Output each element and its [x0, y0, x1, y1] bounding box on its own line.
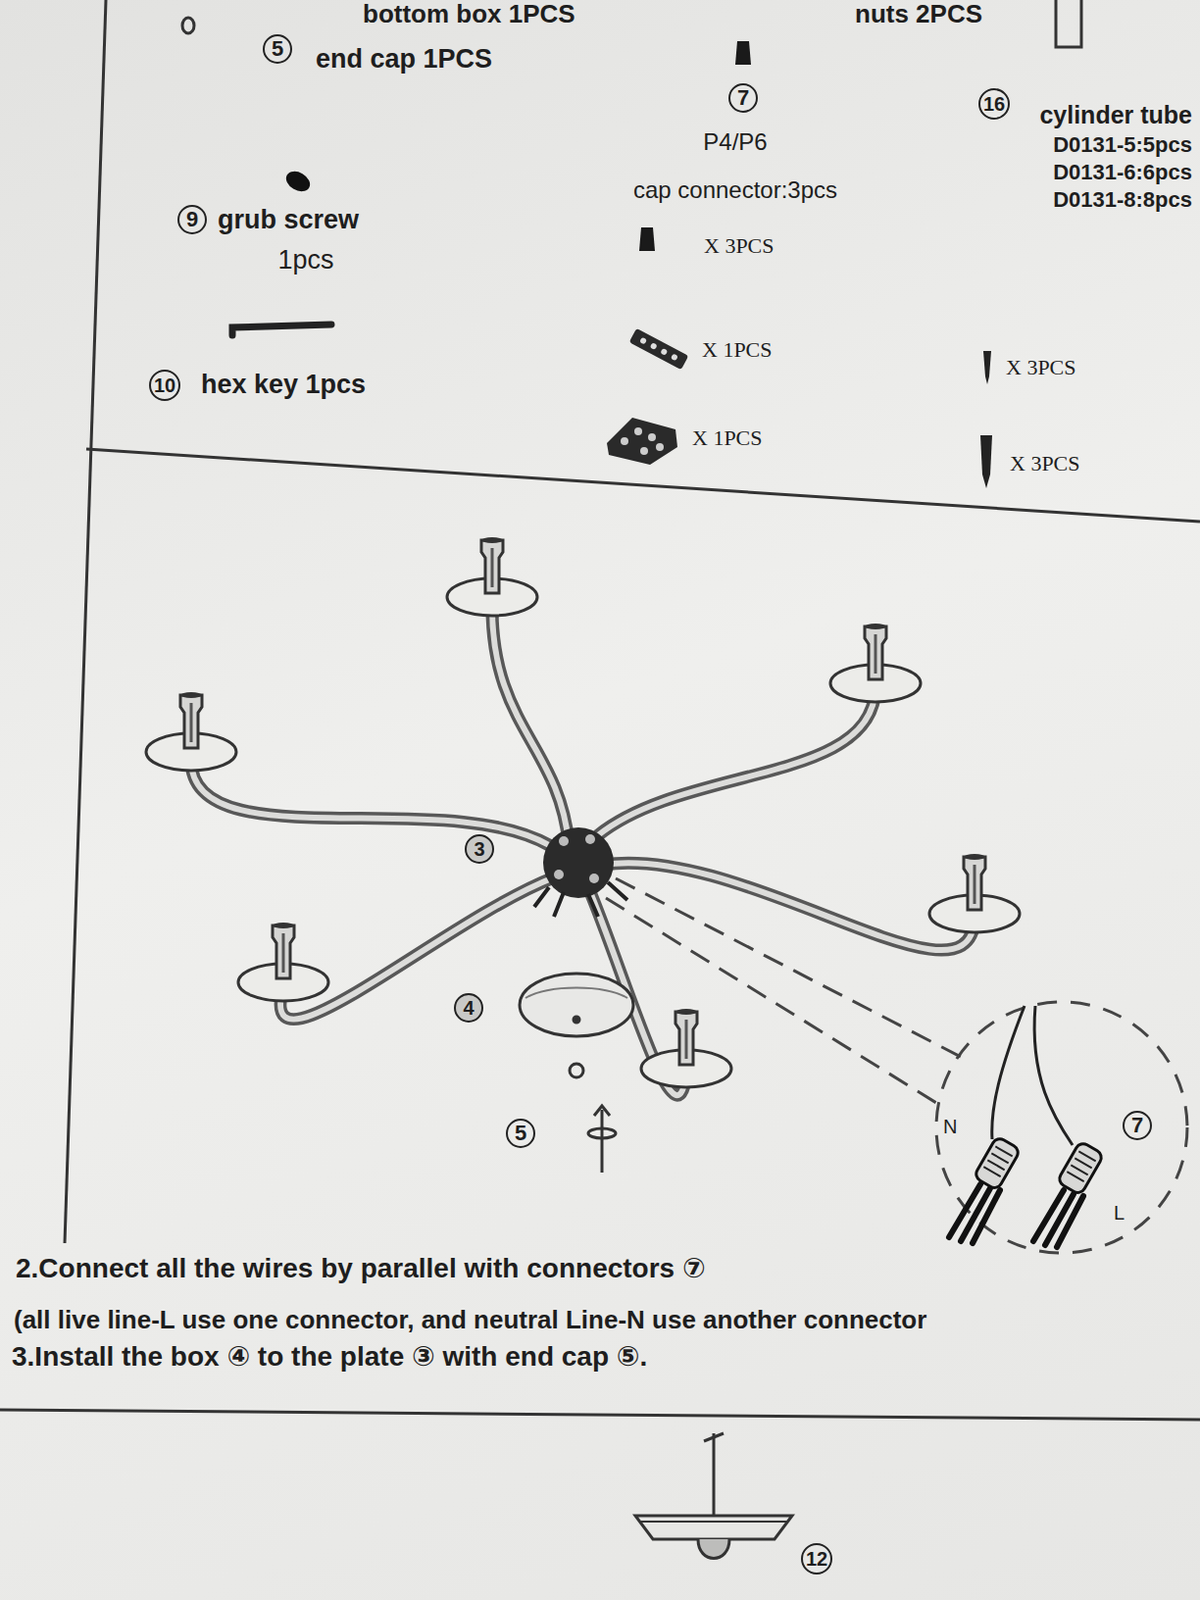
- callout-number: 7: [1122, 1110, 1152, 1141]
- part-label: cap connector:3pcs: [633, 176, 838, 204]
- part-label: D0131-6:6pcs: [1052, 159, 1193, 185]
- end-cap: [588, 1105, 616, 1173]
- callout-number: 5: [505, 1118, 536, 1149]
- part-label: D0131-8:8pcs: [1052, 187, 1193, 212]
- quantity-label: X 3PCS: [1009, 450, 1081, 476]
- quantity-label: 1pcs: [277, 245, 334, 276]
- divider-line: [0, 1409, 1200, 1420]
- inset-leader: [605, 878, 1188, 1253]
- ring-part: [569, 1063, 584, 1078]
- ceiling-canopy: [635, 1433, 793, 1559]
- terminal-strip-icon: [629, 328, 689, 370]
- connector-icon: [735, 41, 751, 65]
- instruction-text: 2.Connect all the wires by parallel with…: [15, 1252, 706, 1285]
- part-label: bottom box 1PCS: [362, 0, 576, 30]
- grub-screw-icon: [282, 167, 314, 197]
- terminal-block-icon: [606, 417, 678, 465]
- instruction-text: (all live line-L use one connector, and …: [13, 1305, 927, 1336]
- candle-socket: [146, 537, 1020, 1088]
- wire-label: N: [943, 1115, 957, 1139]
- hex-key-icon: [232, 324, 332, 336]
- callout-number: 3: [464, 834, 495, 864]
- quantity-label: X 1PCS: [701, 337, 773, 362]
- screw-icon: [983, 350, 992, 385]
- callout-number: 10: [149, 369, 181, 401]
- wire-label: L: [1113, 1201, 1125, 1225]
- quantity-label: X 3PCS: [703, 233, 775, 258]
- frame-line: [64, 0, 106, 1244]
- callout-number: 4: [453, 993, 484, 1023]
- part-label: cylinder tube: [1039, 100, 1193, 130]
- part-label: grub screw: [217, 204, 359, 236]
- tube-icon: [1055, 0, 1082, 48]
- part-label: nuts 2PCS: [854, 0, 983, 30]
- quantity-label: X 3PCS: [1005, 354, 1077, 380]
- part-label: hex key 1pcs: [200, 369, 366, 400]
- part-label: end cap 1PCS: [315, 44, 493, 75]
- part-icon: [182, 17, 195, 34]
- quantity-label: X 1PCS: [692, 425, 763, 450]
- part-label: D0131-5:5pcs: [1052, 132, 1193, 157]
- callout-number: 7: [728, 83, 758, 113]
- callout-number: 12: [800, 1543, 833, 1575]
- cap-connector-icon: [639, 227, 655, 251]
- callout-number: 5: [262, 34, 293, 64]
- part-label: P4/P6: [702, 128, 767, 156]
- chandelier-arms: [191, 601, 975, 1096]
- callout-number: 9: [177, 204, 207, 235]
- bottom-box: [519, 973, 634, 1037]
- screw-icon: [980, 435, 993, 489]
- callout-number: 16: [978, 88, 1010, 120]
- instruction-text: 3.Install the box ④ to the plate ③ with …: [11, 1341, 648, 1373]
- wire-detail: [949, 1005, 1104, 1248]
